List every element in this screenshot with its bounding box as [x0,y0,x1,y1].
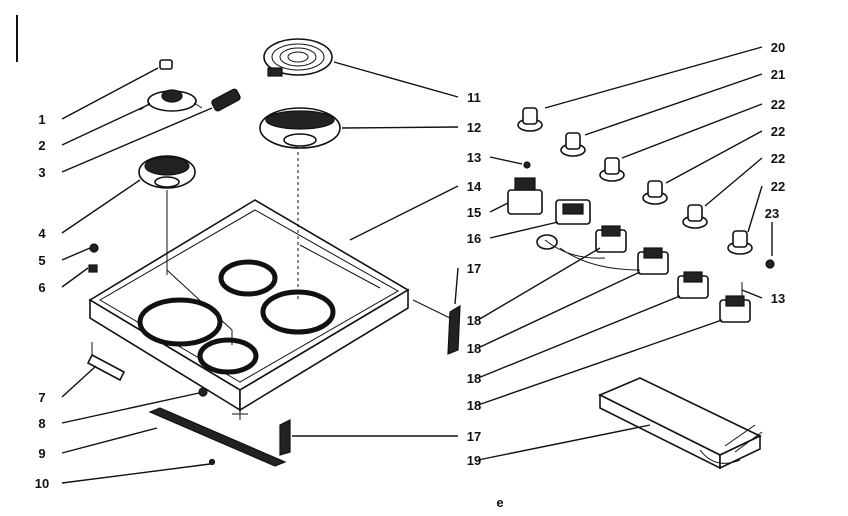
part-switch-16 [555,199,591,225]
callout-18-c: 18 [467,371,481,386]
callout-10: 10 [35,476,49,491]
callout-7: 7 [38,390,45,405]
part-switch-18a [595,225,627,253]
part-screw [89,243,99,253]
knob-20 [517,107,543,132]
callout-17-lower: 17 [467,429,481,444]
callout-3: 3 [38,165,45,180]
callout-12: 12 [467,120,481,135]
part-trim-strip [148,407,287,467]
callout-13-upper: 13 [467,150,481,165]
guide-line [166,269,233,331]
part-switch-15 [507,161,543,215]
callout-18-a: 18 [467,313,481,328]
guide-line [412,299,451,319]
part-mount-bracket-rear [447,304,461,355]
knob-22a [599,157,625,182]
part-hinge [86,342,126,382]
part-burner-bracket [139,89,203,112]
callout-13-lower: 13 [771,291,785,306]
part-clip [88,264,98,273]
part-mount-bracket-front [279,419,291,456]
wire [544,239,641,271]
callout-22-b: 22 [771,124,785,139]
knob-22b [642,180,668,205]
callout-5: 5 [38,253,45,268]
callout-18-b: 18 [467,341,481,356]
callout-21: 21 [771,67,785,82]
callout-22-a: 22 [771,97,785,112]
knob-22c [682,204,708,229]
part-switch-18d [719,282,751,323]
part-switch-18b [637,247,669,275]
callout-22-d: 22 [771,179,785,194]
part-screw-small [208,458,216,466]
callout-14: 14 [467,179,482,194]
knob-21 [560,132,586,157]
part-bumper [198,387,208,397]
part-switch-18c [677,271,709,299]
callout-18-d: 18 [467,398,481,413]
burner-opening-front-left [137,297,223,347]
callout-6: 6 [38,280,45,295]
callout-2: 2 [38,138,45,153]
callout-8: 8 [38,416,45,431]
stray-mark: e [496,495,503,510]
callout-19: 19 [467,453,481,468]
part-wiring-harness [598,377,763,470]
part-nut [765,259,775,269]
part-receptacle [211,88,241,112]
burner-opening-front-right [197,337,259,375]
cooktop-panel [88,199,410,420]
callout-1: 1 [38,112,45,127]
callout-20: 20 [771,40,785,55]
part-surface-element [263,38,333,77]
part-cap [159,59,173,70]
callout-11: 11 [467,90,481,105]
callout-22-c: 22 [771,151,785,166]
burner-opening-rear-left [218,259,278,297]
knob-22d [727,230,753,255]
callout-15: 15 [467,205,481,220]
callout-16: 16 [467,231,481,246]
callout-9: 9 [38,446,45,461]
callout-4: 4 [38,226,46,241]
leader-lines [61,46,773,484]
callout-23: 23 [765,206,779,221]
callout-labels: 1 2 3 4 5 6 7 8 9 10 11 12 13 14 15 16 1… [35,40,785,510]
part-drip-bowl-large [259,107,341,149]
callout-17-upper: 17 [467,261,481,276]
part-drip-bowl-small [138,155,196,189]
